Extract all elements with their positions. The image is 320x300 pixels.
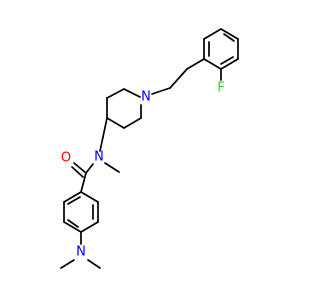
bond [73,162,87,174]
bond [106,88,125,99]
bond [203,28,222,40]
bond [63,221,82,233]
bond [123,88,141,98]
bond [203,58,222,70]
bond [67,196,81,205]
bond [85,163,94,174]
bond [106,117,125,129]
dimethylamino-nitrogen-label: N [76,245,86,260]
bond [87,259,101,269]
bond [102,117,108,138]
bond [151,87,171,95]
bond [104,162,120,173]
bond [169,68,188,89]
bond [60,259,75,269]
bond [63,191,82,203]
structure-diagram: F N N O N [60,28,239,269]
bond [80,172,87,193]
bonds [60,28,239,269]
bond [220,56,234,65]
amide-oxygen-label: O [61,151,71,166]
atom-labels: F N N O N [61,81,225,260]
fluorine-label: F [217,81,224,96]
bond [223,33,235,42]
bond [220,28,239,40]
ring-nitrogen-label: N [141,90,151,105]
bond [67,219,79,228]
bond [123,117,142,129]
bond [80,221,99,233]
bond [80,191,99,203]
bond [220,58,239,70]
bond [99,136,104,152]
bond [71,166,84,178]
amide-nitrogen-label: N [94,150,104,165]
molecule-canvas: F N N O N [60,28,239,269]
bond [186,58,205,70]
